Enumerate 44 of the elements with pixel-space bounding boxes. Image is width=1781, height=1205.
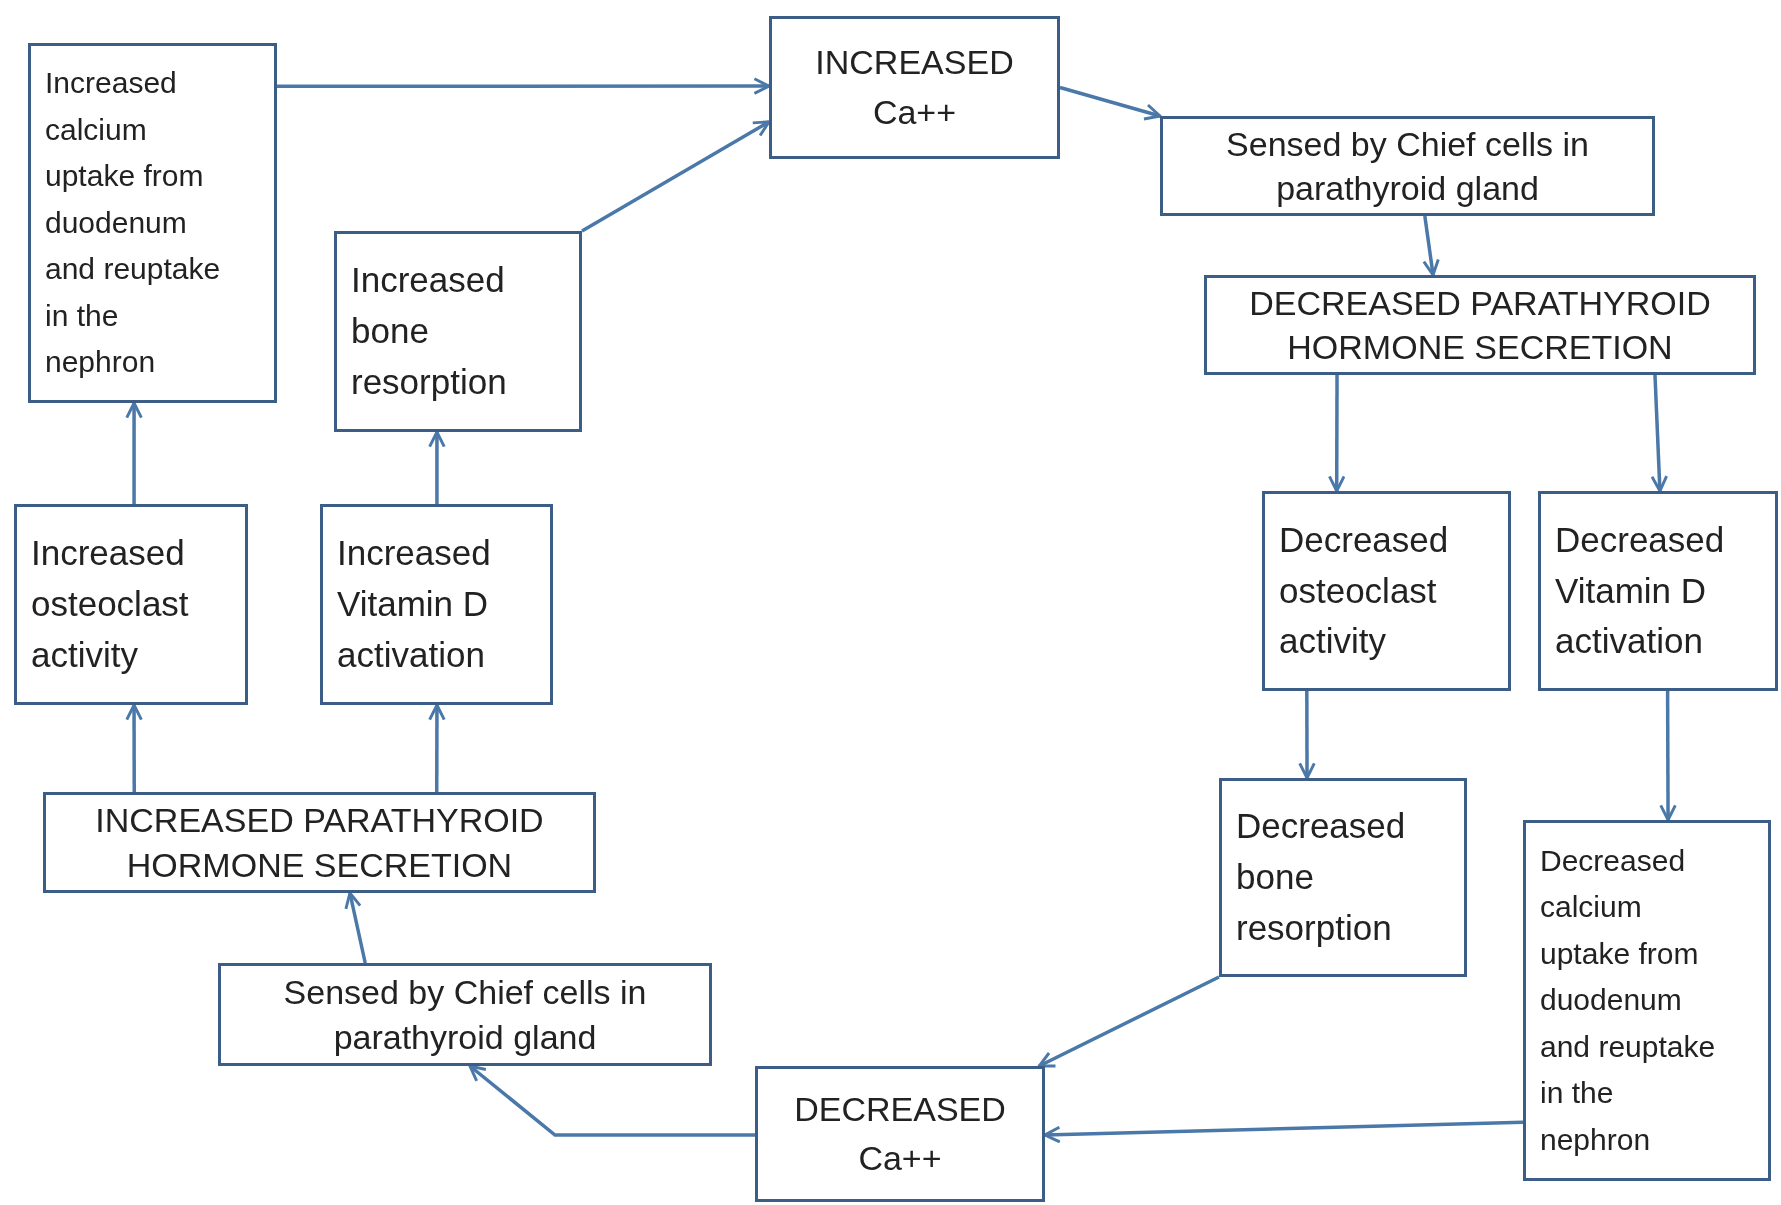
arrow xyxy=(1037,975,1220,1068)
process-box xyxy=(769,16,1060,159)
process-box xyxy=(334,231,582,432)
box-text: Decreased Vitamin D activation xyxy=(1555,518,1726,663)
box-text: Decreased calcium uptake from duodenum and reuptake in the nephron xyxy=(1540,842,1717,1158)
box-text: Sensed by Chief cells in parathyroid gland xyxy=(1225,123,1590,209)
box-text: DECREASED Ca++ xyxy=(793,1088,1007,1179)
arrow xyxy=(1650,374,1669,493)
process-box xyxy=(1160,116,1655,216)
process-box xyxy=(755,1066,1045,1202)
process-box xyxy=(28,43,277,403)
process-box xyxy=(1262,491,1511,691)
arrow xyxy=(125,401,143,504)
box-text: Increased Vitamin D activation xyxy=(337,532,492,676)
box-text: INCREASED Ca++ xyxy=(814,42,1015,133)
arrow xyxy=(1328,375,1346,493)
process-box xyxy=(320,504,553,705)
arrow xyxy=(581,120,771,233)
arrow xyxy=(428,703,446,792)
process-box xyxy=(1538,491,1778,691)
box-text: Decreased bone resorption xyxy=(1236,805,1407,949)
box-text: Increased osteoclast activity xyxy=(31,532,190,676)
arrow xyxy=(468,1064,755,1137)
process-box xyxy=(43,792,596,893)
arrow xyxy=(277,77,771,95)
box-text: Increased bone resorption xyxy=(351,259,508,403)
process-box xyxy=(1523,820,1771,1181)
arrow xyxy=(1659,691,1677,822)
box-text: INCREASED PARATHYROID HORMONE SECRETION xyxy=(94,800,545,886)
arrow xyxy=(344,891,367,964)
arrow xyxy=(1059,85,1162,121)
process-box xyxy=(218,963,712,1066)
arrow xyxy=(1043,1120,1524,1144)
box-text: Sensed by Chief cells in parathyroid gland xyxy=(282,972,648,1058)
arrow xyxy=(125,703,143,792)
box-text: Increased calcium uptake from duodenum and reuptake in the nephron xyxy=(45,65,222,381)
process-box xyxy=(1219,778,1467,977)
process-box xyxy=(1204,275,1756,375)
box-text: Decreased osteoclast activity xyxy=(1279,518,1450,663)
process-box xyxy=(14,504,248,705)
arrow xyxy=(428,430,446,504)
box-text: DECREASED PARATHYROID HORMONE SECRETION xyxy=(1248,282,1712,368)
arrow xyxy=(1422,215,1440,277)
arrow xyxy=(1298,691,1316,780)
